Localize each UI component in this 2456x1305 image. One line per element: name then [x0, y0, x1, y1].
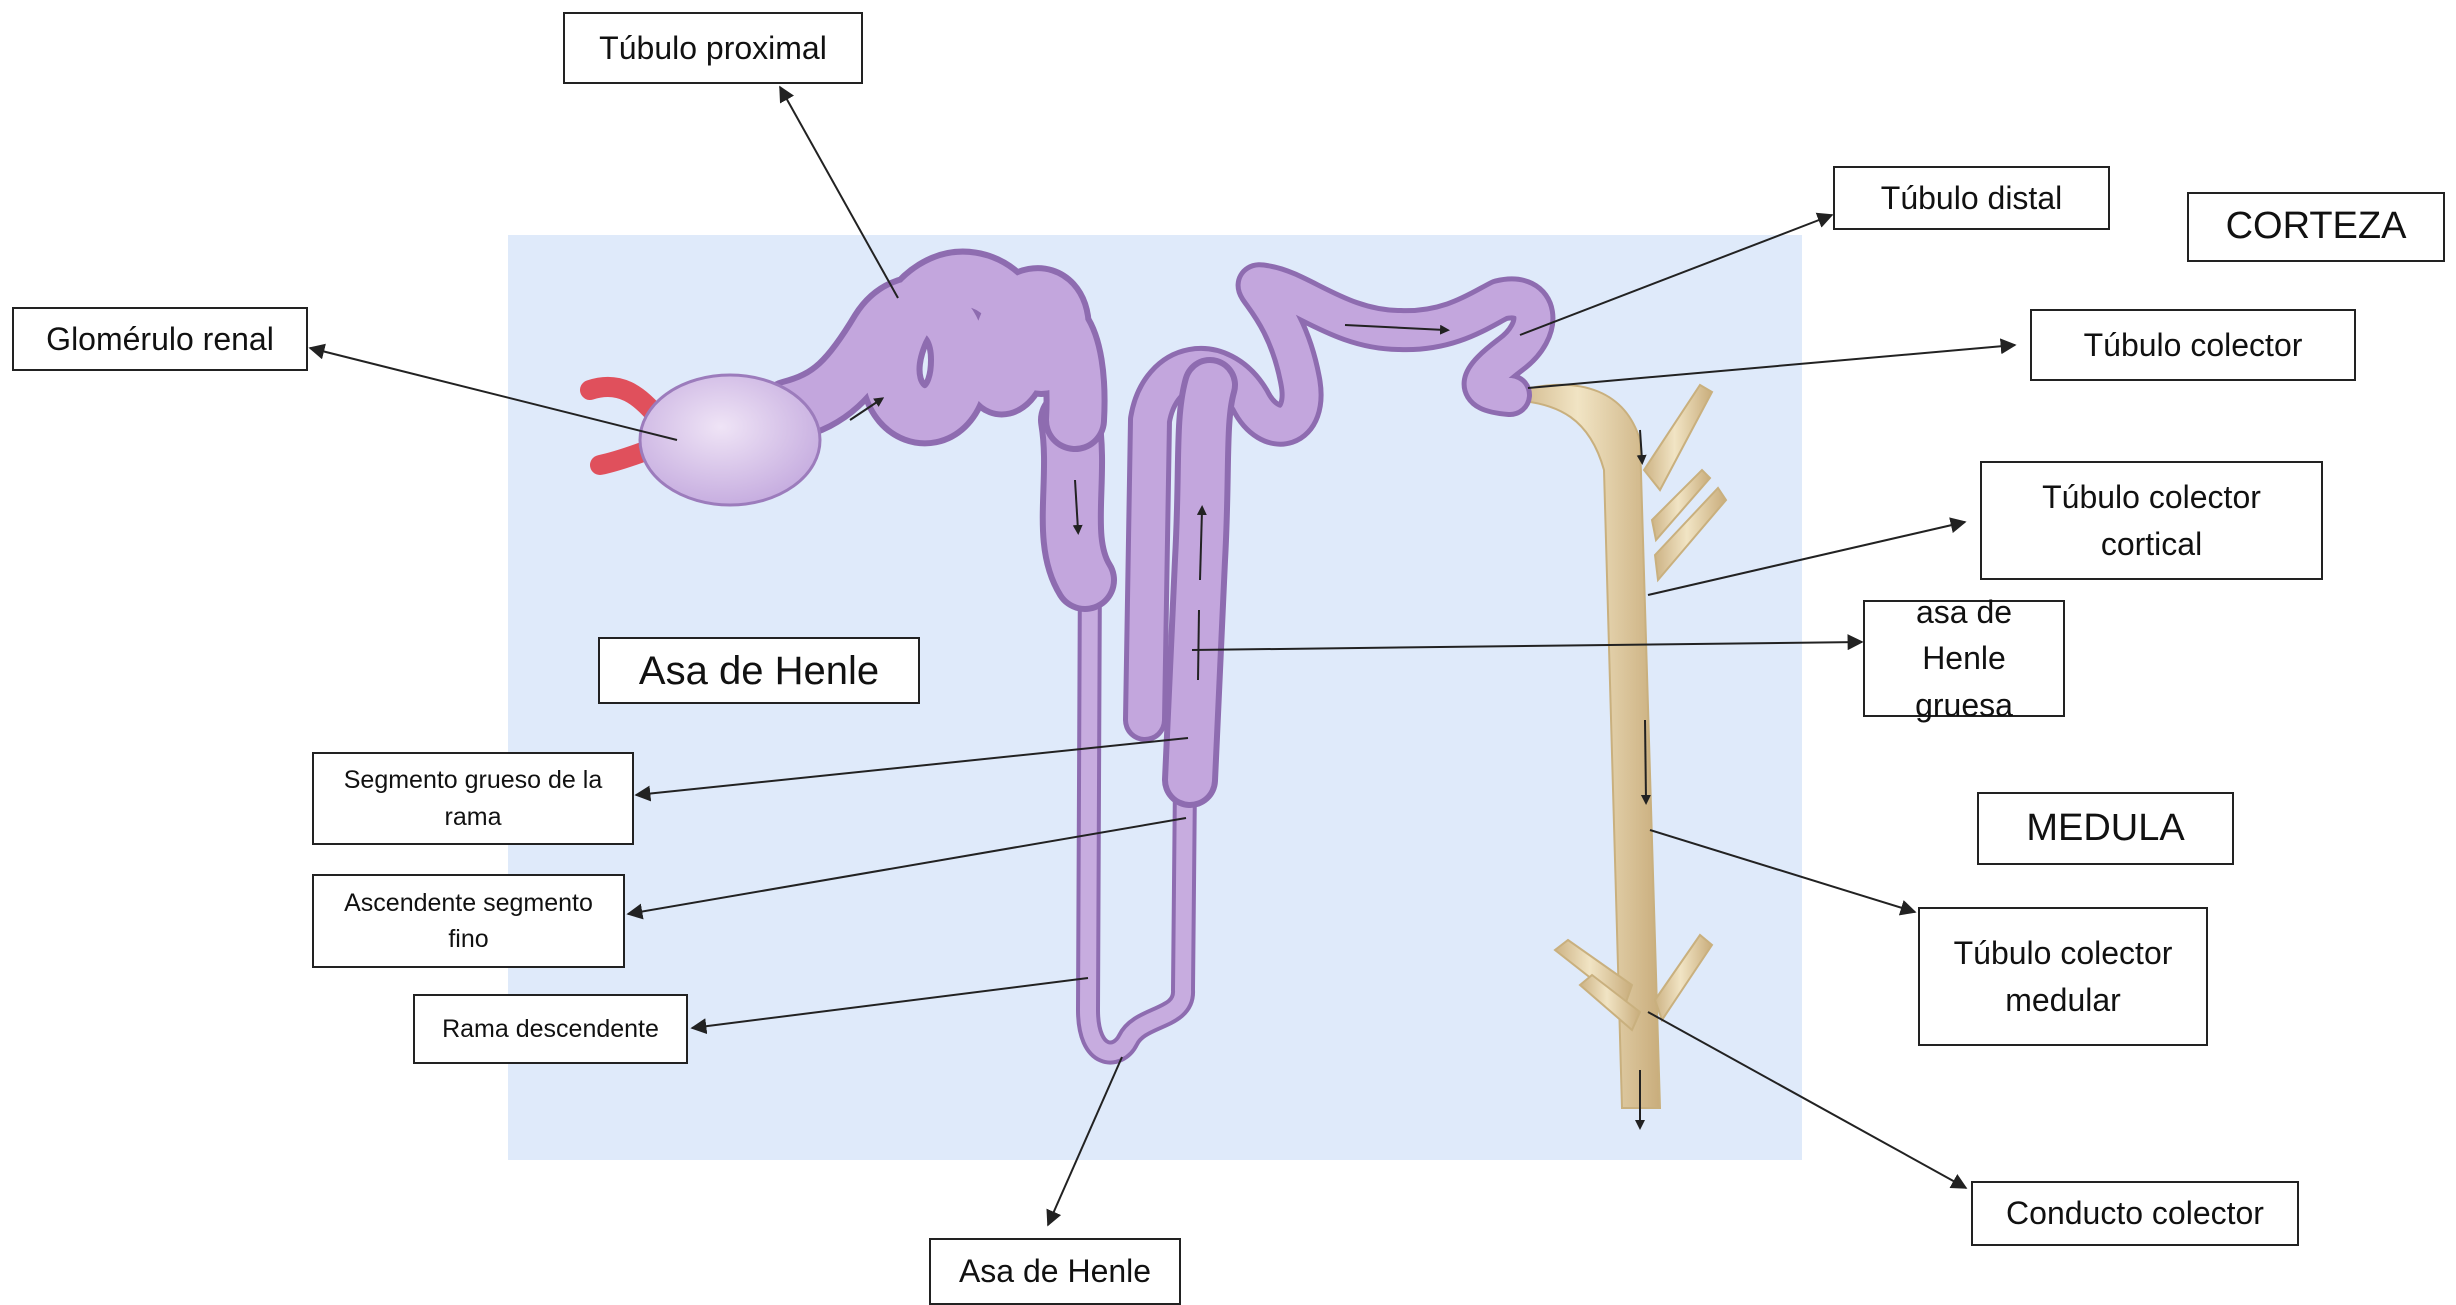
label-rama-descendente: Rama descendente	[413, 994, 688, 1064]
label-tubulo-proximal: Túbulo proximal	[563, 12, 863, 84]
label-glomerulo-renal: Glomérulo renal	[12, 307, 308, 371]
label-corteza: CORTEZA	[2187, 192, 2445, 262]
label-tubulo-colector-medular: Túbulo colector medular	[1918, 907, 2208, 1046]
label-tubulo-colector: Túbulo colector	[2030, 309, 2356, 381]
label-tubulo-colector-cortical: Túbulo colector cortical	[1980, 461, 2323, 580]
label-asa-henle-bottom: Asa de Henle	[929, 1238, 1181, 1305]
label-tubulo-distal: Túbulo distal	[1833, 166, 2110, 230]
label-segmento-grueso: Segmento grueso de la rama	[312, 752, 634, 845]
label-asa-henle-gruesa: asa de Henle gruesa	[1863, 600, 2065, 717]
label-ascendente-fino: Ascendente segmento fino	[312, 874, 625, 968]
label-conducto-colector: Conducto colector	[1971, 1181, 2299, 1246]
label-asa-henle-region: Asa de Henle	[598, 637, 920, 704]
label-medula: MEDULA	[1977, 792, 2234, 865]
